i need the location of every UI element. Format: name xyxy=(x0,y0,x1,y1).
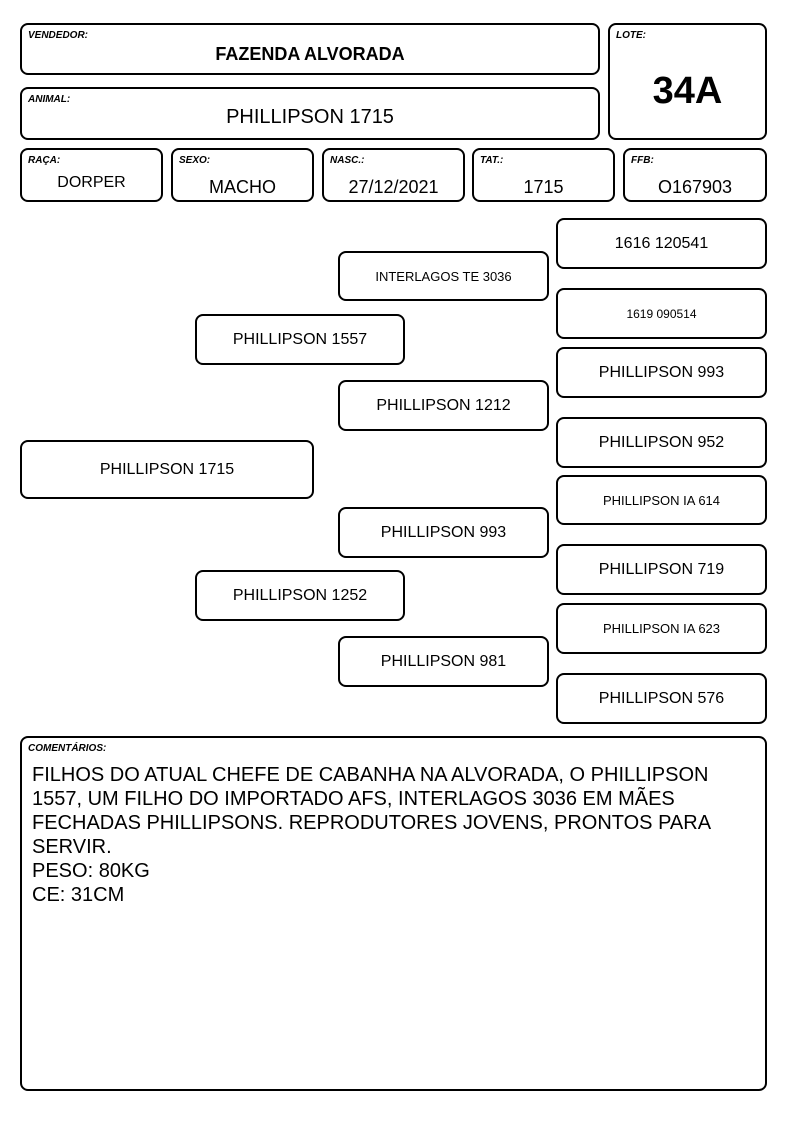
ffb-label: FFB: xyxy=(631,155,654,166)
raca-box: RAÇA: DORPER xyxy=(20,148,163,202)
ffb-value: O167903 xyxy=(657,177,733,197)
tat-box: TAT.: 1715 xyxy=(472,148,615,202)
nasc-value: 27/12/2021 xyxy=(348,177,439,197)
vendedor-value: FAZENDA ALVORADA xyxy=(215,44,405,64)
sexo-label: SEXO: xyxy=(179,155,211,166)
animal-value: PHILLIPSON 1715 xyxy=(226,106,394,128)
nasc-label: NASC.: xyxy=(330,155,365,166)
pedigree-sire: PHILLIPSON 1557 xyxy=(195,314,405,365)
tat-label: TAT.: xyxy=(480,155,504,166)
pedigree-ggp-6: PHILLIPSON 719 xyxy=(556,544,767,595)
pedigree-dam: PHILLIPSON 1252 xyxy=(195,570,405,621)
comments-box: COMENTÁRIOS: FILHOS DO ATUAL CHEFE DE CA… xyxy=(20,736,767,1091)
pedigree-animal: PHILLIPSON 1715 xyxy=(20,440,314,499)
pedigree-ggp-5: PHILLIPSON IA 614 xyxy=(556,475,767,525)
comments-ce: CE: 31CM xyxy=(32,884,125,906)
lote-box: LOTE: 34A xyxy=(608,23,767,140)
animal-box: ANIMAL: PHILLIPSON 1715 xyxy=(20,87,600,140)
pedigree-dam-sire: PHILLIPSON 993 xyxy=(338,507,549,558)
pedigree-ggp-1: 1616 120541 xyxy=(556,218,767,269)
sexo-box: SEXO: MACHO xyxy=(171,148,314,202)
pedigree-dam-dam: PHILLIPSON 981 xyxy=(338,636,549,687)
ffb-box: FFB: O167903 xyxy=(623,148,767,202)
nasc-box: NASC.: 27/12/2021 xyxy=(322,148,465,202)
tat-value: 1715 xyxy=(523,177,564,197)
pedigree-ggp-2: 1619 090514 xyxy=(556,288,767,339)
lote-value: 34A xyxy=(652,70,723,112)
pedigree-sire-dam: PHILLIPSON 1212 xyxy=(338,380,549,431)
pedigree-ggp-8: PHILLIPSON 576 xyxy=(556,673,767,724)
raca-label: RAÇA: xyxy=(28,155,61,166)
pedigree-sire-sire: INTERLAGOS TE 3036 xyxy=(338,251,549,301)
comments-paragraph: FILHOS DO ATUAL CHEFE DE CABANHA NA ALVO… xyxy=(32,764,710,858)
pedigree-ggp-7: PHILLIPSON IA 623 xyxy=(556,603,767,654)
pedigree-ggp-3: PHILLIPSON 993 xyxy=(556,347,767,398)
raca-value: DORPER xyxy=(57,174,126,191)
sexo-value: MACHO xyxy=(209,177,276,197)
vendedor-box: VENDEDOR: FAZENDA ALVORADA xyxy=(20,23,600,75)
vendedor-label: VENDEDOR: xyxy=(28,30,89,41)
pedigree-ggp-4: PHILLIPSON 952 xyxy=(556,417,767,468)
comments-weight: PESO: 80KG xyxy=(32,860,150,882)
lote-label: LOTE: xyxy=(616,30,646,41)
comments-text: FILHOS DO ATUAL CHEFE DE CABANHA NA ALVO… xyxy=(32,763,753,907)
comments-label: COMENTÁRIOS: xyxy=(28,743,107,754)
animal-label: ANIMAL: xyxy=(28,94,71,105)
